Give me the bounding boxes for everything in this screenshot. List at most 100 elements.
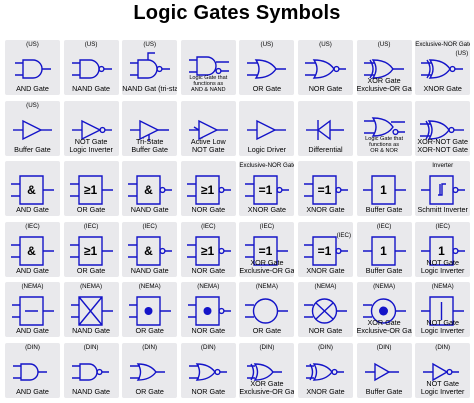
input-leads	[421, 62, 433, 76]
input-leads	[70, 304, 79, 319]
gate-label: NOT Gate	[191, 144, 225, 154]
or-body	[312, 59, 335, 79]
differential-body	[316, 119, 344, 140]
gate-label: functions as	[369, 141, 400, 148]
inversion-bubble	[159, 247, 166, 254]
gate-label: Buffer Gate	[14, 144, 51, 154]
gate-label: OR Gate	[135, 387, 164, 396]
and-us-symbol-icon	[15, 59, 51, 79]
box-symbol-icon: =1	[245, 175, 290, 205]
enable-line	[147, 52, 156, 60]
nema-box	[77, 296, 103, 327]
input-leads	[128, 183, 138, 197]
inversion-bubble	[449, 65, 456, 73]
iec-box	[136, 236, 161, 266]
nema-box	[429, 296, 454, 327]
standard-tag: (IEC)	[83, 222, 99, 230]
gate-cell-nor-us: (US)NOR Gate	[298, 40, 353, 95]
gate-label: NOR Gate	[191, 387, 226, 396]
box-symbol-icon: &	[11, 236, 54, 266]
input-leads	[247, 62, 259, 76]
gate-label: XOR-NOT Gate	[417, 144, 468, 154]
schmitt-symbol-icon	[421, 175, 466, 205]
gate-cell-and-us: (US)AND Gate	[5, 40, 60, 95]
standard-tag: Exclusive-NOR Gate	[415, 41, 471, 48]
gate-label: Differential	[308, 144, 343, 154]
buffer-body	[256, 119, 277, 140]
nema-circle-or-symbol-icon	[245, 298, 289, 325]
or-body	[255, 59, 278, 79]
standard-tag: (US)	[377, 41, 391, 48]
input-leads	[13, 365, 21, 379]
iec-glyph: =1	[259, 183, 273, 197]
buffer-us-symbol-icon	[13, 119, 52, 140]
xor-arc	[250, 363, 255, 381]
logic-driver-symbol-icon	[247, 119, 287, 140]
iec-box	[19, 175, 44, 205]
box-symbol-icon: ≥1	[69, 236, 113, 266]
gate-label: AND Gate	[16, 326, 49, 336]
iec-box	[429, 175, 454, 205]
gate-cell-box: &AND Gate	[5, 161, 60, 217]
differential-symbol-icon	[306, 119, 344, 140]
gate-label: XOR-NOT Gate	[417, 136, 468, 146]
gate-label: Active Low	[190, 136, 226, 146]
gate-label: NAND Gate	[130, 265, 169, 275]
standard-tag: (US)	[319, 41, 332, 48]
and-body	[196, 56, 217, 76]
standard-tag: (DIN)	[142, 344, 158, 351]
gate-label: XOR Gate	[367, 76, 401, 85]
iec-box	[253, 236, 279, 266]
iec-box	[312, 236, 337, 266]
tri-buffer-us-symbol-icon	[130, 119, 170, 141]
gate-cell-nema-circle-or: (NEMA)OR Gate	[239, 282, 295, 338]
and-body	[78, 59, 100, 79]
iec-glyph: 1	[380, 183, 387, 197]
gate-label: NAND Gate	[72, 84, 111, 93]
inversion-bubble	[98, 126, 106, 133]
nema-dot	[378, 306, 388, 316]
inversion-bubble	[214, 368, 221, 376]
gate-label: AND Gate	[16, 387, 49, 396]
standard-tag: (IEC)	[259, 222, 275, 230]
din-or-symbol-icon	[130, 363, 166, 381]
nema-box	[136, 296, 161, 327]
iec-box	[429, 236, 454, 266]
standard-tag: (DIN)	[376, 344, 392, 351]
iec-glyph: =1	[318, 183, 332, 197]
input-leads	[247, 365, 256, 379]
standard-tag: (NEMA)	[255, 283, 278, 291]
input-leads	[362, 304, 372, 319]
inversion-bubble	[95, 368, 103, 376]
box-symbol-icon: &	[11, 175, 54, 205]
din-buffer-symbol-icon	[364, 362, 399, 382]
standard-tag: (DIN)	[318, 344, 333, 351]
standard-tag-side: (IEC)	[336, 231, 351, 239]
dual-outputs	[215, 61, 229, 72]
gate-label: NOR Gate	[308, 326, 343, 336]
gate-label: NAND Gate	[72, 387, 111, 396]
gate-label: Buffer Gate	[365, 265, 403, 275]
nor-us-symbol-icon	[305, 59, 346, 79]
iec-glyph: ≥1	[83, 183, 97, 197]
nema-cross	[315, 302, 334, 320]
nema-box	[19, 296, 44, 327]
gate-label: Logic Gate that	[365, 135, 404, 142]
input-leads	[11, 183, 20, 197]
input-leads	[71, 365, 80, 379]
gate-label: Buffer Gate	[365, 387, 403, 396]
standard-tag: (DIN)	[200, 344, 216, 351]
nema-xor-symbol-icon	[362, 298, 406, 325]
gate-cell-nand-tri-us: (US)NAND Gat (tri-state)	[122, 40, 178, 95]
nema-circle-nor-symbol-icon	[304, 298, 347, 325]
input-leads	[186, 183, 196, 197]
din-buffer-body	[373, 362, 391, 382]
iec-box	[77, 175, 103, 205]
